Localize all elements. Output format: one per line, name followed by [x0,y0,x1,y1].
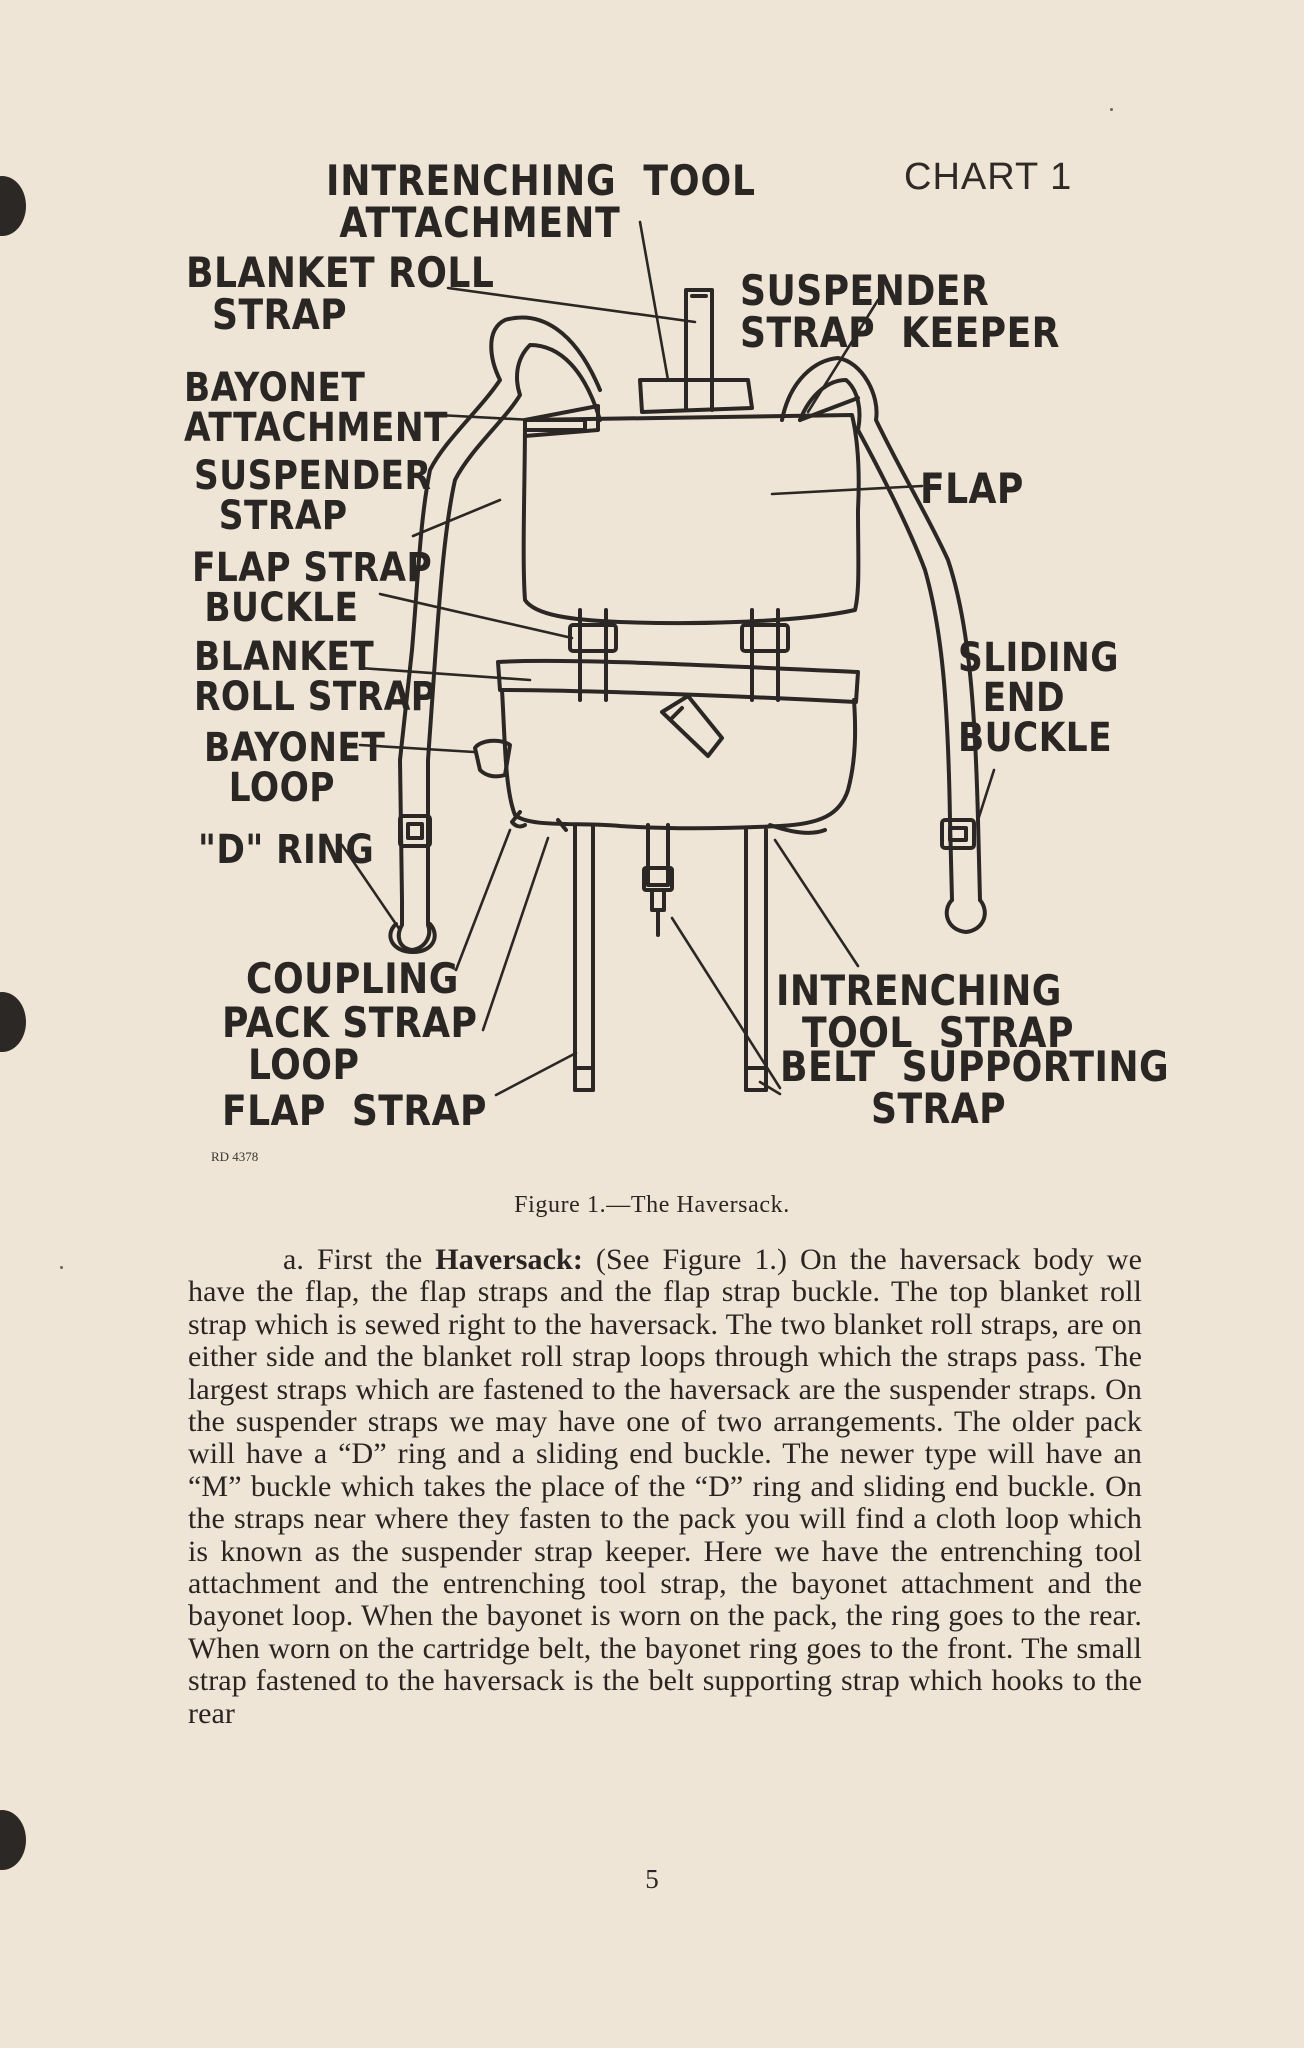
label-sliding-end-buckle: SLIDING END BUCKLE [958,635,1119,761]
paragraph-text: (See Figure 1.) On the haversack body we… [188,1243,1142,1730]
flap-strap-buckle-right [740,623,790,653]
pack-strap-loop [556,818,568,832]
paper-speck [60,1266,63,1269]
middle-buckle [660,694,724,758]
label-flap-strap: FLAP STRAP [222,1086,487,1135]
left-strap-buckle [398,814,432,848]
coupling-strap-left [510,810,527,829]
haversack-flap [521,413,861,626]
sliding-end-buckle [940,818,976,850]
bayonet-attachment [523,404,600,438]
figure-caption: Figure 1.—The Haversack. [514,1192,790,1218]
label-flap: FLAP [920,464,1024,513]
label-intrenching-tool-strap: INTRENCHING TOOL STRAP [776,966,1074,1057]
flap-strap-left [573,824,595,1092]
label-coupling: COUPLING [220,954,459,1003]
intrenching-tool-attachment [684,288,714,412]
body-paragraph: a. First the Haversack: (See Figure 1.) … [188,1243,1142,1730]
page-number: 5 [645,1864,659,1894]
chart-number: CHART 1 [904,156,1073,198]
label-suspender-strap: SUSPENDER STRAP [194,453,432,539]
label-suspender-strap-keeper: SUSPENDER STRAP KEEPER [740,266,1060,357]
right-suspender-strap [780,356,982,902]
label-blanket-roll-strap-top: BLANKET ROLL STRAP [186,248,495,339]
coupling-strap-right [768,823,827,835]
label-bayonet-loop: BAYONET LOOP [204,725,386,811]
label-pack-strap-loop: PACK STRAP LOOP [222,998,478,1089]
belt-supporting-strap [646,823,670,887]
bayonet-loop [473,738,512,779]
d-ring [388,922,437,954]
label-flap-strap-buckle: FLAP STRAP BUCKLE [192,545,433,631]
paragraph-lead: a. First the [283,1243,436,1276]
label-d-ring: "D" RING [198,827,375,873]
label-bayonet-attachment: BAYONET ATTACHMENT [184,365,448,451]
label-belt-supporting-strap: BELT SUPPORTING STRAP [780,1042,1170,1133]
drawing-reference-code: RD 4378 [211,1149,259,1164]
leader-lines [340,220,996,1097]
label-blanket-roll-strap: BLANKET ROLL STRAP [194,634,437,720]
paper-speck [1110,108,1113,111]
haversack-body [500,688,858,831]
blanket-roll-band [496,658,860,704]
flap-strap-buckle-left [568,623,618,653]
paragraph-lead-bold: Haversack: [435,1243,583,1276]
label-intrenching-tool-attachment: INTRENCHING TOOL ATTACHMENT [326,156,756,247]
left-suspender-strap [398,315,602,917]
